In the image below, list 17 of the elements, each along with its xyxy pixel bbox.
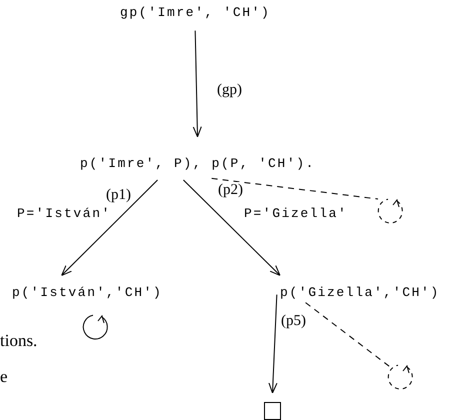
- arrow: [182, 180, 280, 276]
- dashed-line: [211, 178, 378, 200]
- dashed-loop-icon: [385, 362, 415, 392]
- arrow: [61, 180, 158, 276]
- goal-term: p('Gizella','CH'): [280, 285, 440, 301]
- edge-label: (p1): [106, 187, 131, 203]
- goal-term: p('István','CH'): [12, 285, 162, 301]
- arrow: [192, 30, 202, 138]
- arrow: [268, 294, 278, 394]
- dashed-loop-icon: [375, 196, 405, 226]
- goal-term: gp('Imre', 'CH'): [120, 5, 270, 21]
- edge-label: (p5): [281, 313, 306, 329]
- edge-label: (p2): [218, 182, 243, 198]
- edge-label: (gp): [217, 82, 242, 98]
- empty-square: [264, 402, 281, 420]
- dashed-line: [305, 302, 390, 367]
- goal-term: p('Imre', P), p(P, 'CH').: [80, 156, 316, 172]
